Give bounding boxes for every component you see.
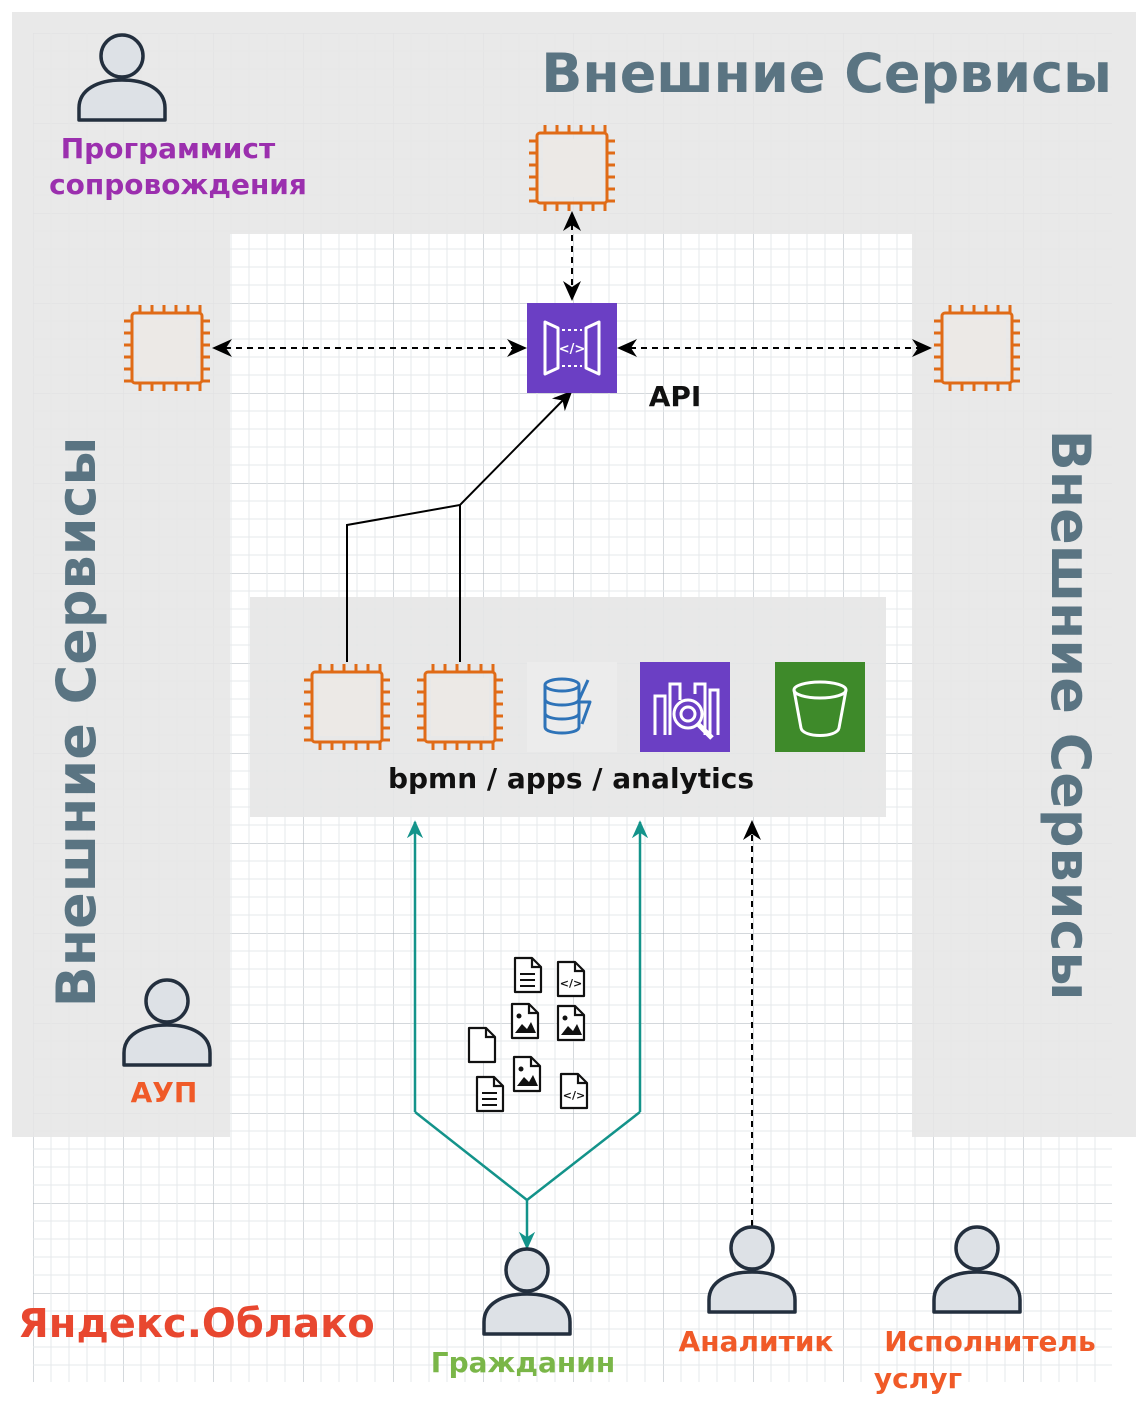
external-services-title-left: Внешние Сервисы bbox=[45, 437, 108, 1008]
platform-label: bpmn / apps / analytics bbox=[388, 762, 754, 795]
link-compute-api bbox=[346, 390, 573, 662]
image-file-icon bbox=[512, 1055, 542, 1093]
svg-text:</>: </> bbox=[559, 342, 586, 357]
dynamodb-icon bbox=[527, 662, 617, 752]
connectors bbox=[212, 211, 932, 1250]
external-services-title-top: Внешние Сервисы bbox=[541, 42, 1112, 105]
api-gateway: </> API bbox=[527, 303, 701, 413]
code-file-icon: </> bbox=[556, 960, 586, 998]
uploaded-files: </> </> bbox=[467, 956, 589, 1113]
image-file-icon bbox=[510, 1002, 540, 1040]
actor-maintainer-label-2: сопровождения bbox=[49, 168, 307, 201]
actor-aup-label: АУП bbox=[131, 1076, 198, 1109]
actor-maintainer: Программист сопровождения bbox=[49, 33, 307, 201]
citizen-data-flow bbox=[406, 820, 649, 1250]
svg-text:</>: </> bbox=[563, 1089, 585, 1102]
cloud-label: Яндекс.Облако bbox=[18, 1301, 375, 1347]
external-services-zone bbox=[12, 12, 1136, 1137]
database-service bbox=[527, 662, 617, 752]
actor-aup: АУП bbox=[122, 978, 212, 1109]
actor-analyst-label: Аналитик bbox=[679, 1325, 834, 1358]
actor-citizen-label: Гражданин bbox=[431, 1346, 615, 1379]
actor-provider-label-1: Исполнитель bbox=[884, 1325, 1096, 1358]
document-icon bbox=[467, 1026, 497, 1064]
storage-service bbox=[775, 662, 865, 752]
actor-maintainer-label-1: Программист bbox=[61, 132, 276, 165]
api-label: API bbox=[649, 380, 702, 413]
actor-provider-label-2: услуг bbox=[874, 1362, 962, 1395]
actor-citizen: Гражданин bbox=[431, 1247, 615, 1379]
svg-text:</>: </> bbox=[560, 977, 582, 990]
code-file-icon: </> bbox=[559, 1072, 589, 1110]
analytics-search-icon bbox=[640, 662, 730, 752]
external-services-title-right: Внешние Сервисы bbox=[1039, 430, 1102, 1001]
document-icon bbox=[475, 1075, 505, 1113]
api-gateway-icon: </> bbox=[527, 303, 617, 393]
image-file-icon bbox=[556, 1004, 586, 1042]
analytics-service bbox=[640, 662, 730, 752]
s3-bucket-icon bbox=[775, 662, 865, 752]
document-icon bbox=[513, 956, 543, 994]
actor-provider: Исполнитель услуг bbox=[874, 1225, 1096, 1395]
actor-analyst: Аналитик bbox=[679, 1225, 834, 1358]
